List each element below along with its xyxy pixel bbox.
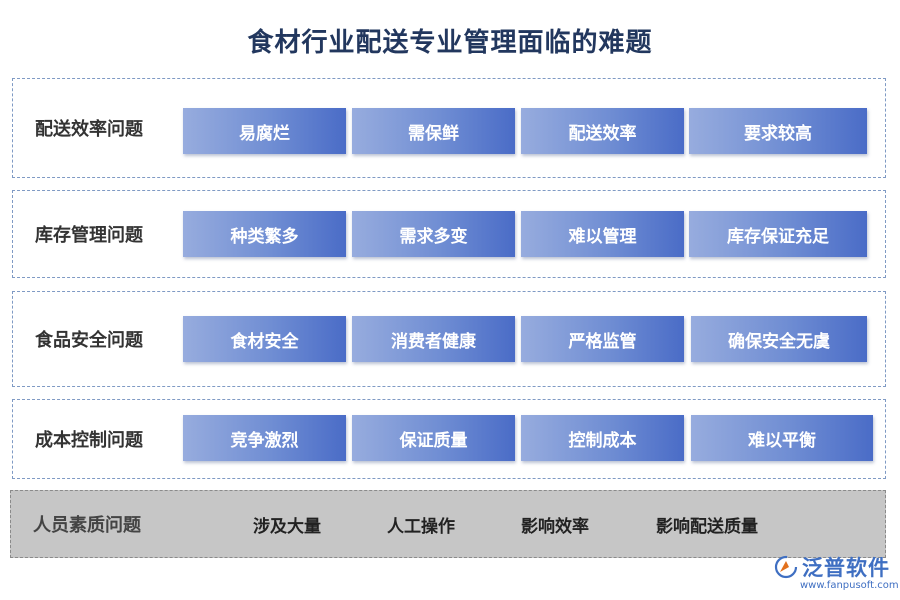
issue-cell: 消费者健康	[352, 316, 515, 362]
brand-logo: 泛普软件	[774, 552, 890, 582]
gray-row-items: 涉及大量 人工操作 影响效率 影响配送质量	[11, 491, 885, 557]
row-cells: 种类繁多 需求多变 难以管理 库存保证充足	[183, 191, 873, 277]
issue-cell: 竞争激烈	[183, 415, 346, 461]
row-label: 人员素质问题	[33, 515, 141, 536]
row-inventory-management: 库存管理问题 种类繁多 需求多变 难以管理 库存保证充足	[12, 190, 886, 278]
issue-cell: 严格监管	[521, 316, 684, 362]
row-label: 食品安全问题	[35, 330, 143, 351]
issue-cell: 保证质量	[352, 415, 515, 461]
row-delivery-efficiency: 配送效率问题 易腐烂 需保鲜 配送效率 要求较高	[12, 78, 886, 178]
issue-cell: 难以平衡	[691, 415, 873, 461]
row-label: 成本控制问题	[35, 430, 143, 451]
issue-cell: 库存保证充足	[689, 211, 867, 257]
row-label: 库存管理问题	[35, 225, 143, 246]
logo-name: 泛普软件	[802, 556, 890, 580]
issue-cell: 确保安全无虞	[691, 316, 867, 362]
issue-cell: 食材安全	[183, 316, 346, 362]
issue-cell: 需求多变	[352, 211, 515, 257]
issue-cell: 要求较高	[689, 108, 867, 154]
issue-cell: 配送效率	[521, 108, 684, 154]
row-label: 配送效率问题	[35, 119, 143, 140]
issue-cell: 难以管理	[521, 211, 684, 257]
row-cost-control: 成本控制问题 竞争激烈 保证质量 控制成本 难以平衡	[12, 399, 886, 479]
row-staff-quality: 人员素质问题 涉及大量 人工操作 影响效率 影响配送质量	[10, 490, 886, 558]
gray-issue-text: 人工操作	[387, 516, 455, 537]
issue-cell: 控制成本	[521, 415, 684, 461]
gray-issue-text: 影响效率	[521, 516, 589, 537]
row-food-safety: 食品安全问题 食材安全 消费者健康 严格监管 确保安全无虞	[12, 291, 886, 387]
issue-cell: 需保鲜	[352, 108, 515, 154]
row-cells: 食材安全 消费者健康 严格监管 确保安全无虞	[183, 292, 873, 386]
issue-cell: 种类繁多	[183, 211, 346, 257]
page-title: 食材行业配送专业管理面临的难题	[247, 28, 653, 58]
row-cells: 竞争激烈 保证质量 控制成本 难以平衡	[183, 400, 873, 478]
gray-issue-text: 涉及大量	[253, 516, 321, 537]
issue-cell: 易腐烂	[183, 108, 346, 154]
row-cells: 易腐烂 需保鲜 配送效率 要求较高	[183, 79, 873, 177]
logo-url: www.fanpusoft.com	[800, 580, 899, 591]
gray-issue-text: 影响配送质量	[656, 516, 758, 537]
logo-mark-icon	[774, 555, 798, 579]
